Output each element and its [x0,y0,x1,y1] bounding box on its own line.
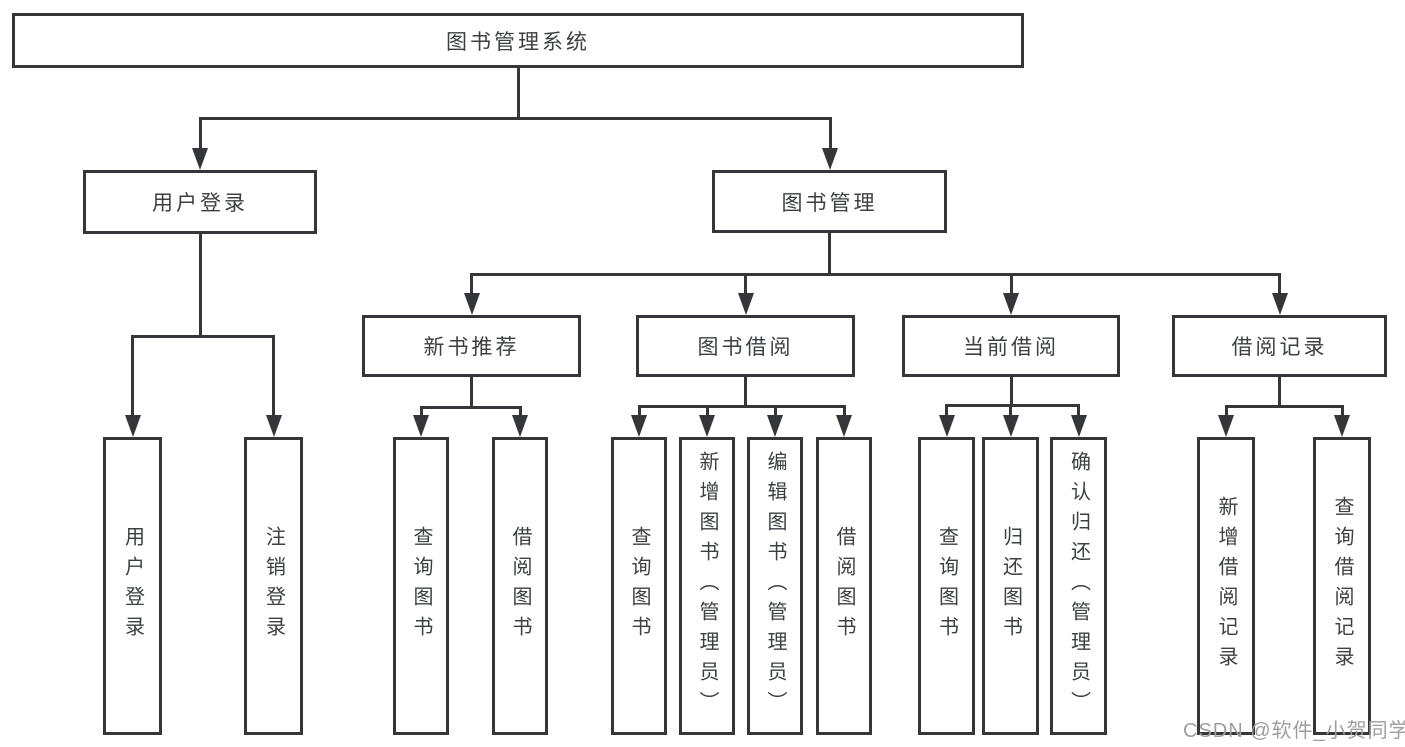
connector-book-borrow-stem [744,377,747,406]
connector-to-leaf [1224,405,1228,416]
connector-new-book-stem [470,377,473,407]
leaf-user-login: 用户登录 [103,437,162,735]
arrow-down-icon [1334,415,1350,437]
node-book-management: 图书管理 [712,170,947,233]
leaf-add-borrow-record: 新增借阅记录 [1197,437,1255,735]
leaf-return-book-label: 归还图书 [999,526,1022,646]
leaf-query-borrow-record-label: 查询借阅记录 [1331,496,1353,676]
leaf-add-book-admin: 新增图书（管理员） [679,437,735,735]
connector-book-management-stem [828,233,831,274]
connector-to-leaf [637,405,641,416]
connector-user-login-stem [198,234,202,336]
connector-to-book-borrow [744,273,747,295]
leaf-borrow-books-recommend: 借阅图书 [492,437,548,735]
leaf-query-books-borrow: 查询图书 [611,437,667,735]
arrow-down-icon [1002,415,1019,437]
connector-current-borrow-rail [945,404,1080,407]
leaf-query-borrow-record: 查询借阅记录 [1313,437,1371,735]
connector-to-leaf [945,404,948,416]
node-book-management-label: 图书管理 [781,191,878,215]
arrow-down-icon [512,415,528,437]
leaf-borrow-books: 借阅图书 [816,437,872,735]
arrow-down-icon [124,415,141,437]
leaf-logout: 注销登录 [244,437,303,735]
node-current-borrow-label: 当前借阅 [963,336,1059,359]
connector-to-leaf [705,405,709,416]
leaf-return-book: 归还图书 [982,437,1039,735]
connector-borrow-records-rail [1224,405,1344,408]
leaf-user-login-label: 用户登录 [121,526,144,646]
leaf-query-books-current: 查询图书 [918,437,975,735]
leaf-confirm-return-admin-label: 确认归还（管理员） [1067,451,1090,721]
arrow-down-icon [1070,415,1087,437]
connector-to-leaf-logout [272,335,275,417]
leaf-query-books-current-label: 查询图书 [935,526,958,646]
leaf-edit-book-admin-label: 编辑图书（管理员） [764,451,786,721]
connector-root-stem [516,68,520,118]
arrow-down-icon [1271,293,1288,315]
connector-user-login-rail [131,335,275,338]
connector-to-current-borrow [1009,273,1013,295]
node-user-login: 用户登录 [83,170,317,234]
connector-to-leaf [1340,405,1344,416]
connector-to-leaf [1009,404,1012,416]
connector-current-borrow-stem [1009,377,1013,405]
connector-to-leaf [518,406,522,416]
leaf-borrow-books-recommend-label: 借阅图书 [509,526,531,646]
node-current-borrow: 当前借阅 [902,315,1120,377]
arrow-down-icon [699,415,715,437]
leaf-confirm-return-admin: 确认归还（管理员） [1050,437,1107,735]
connector-to-leaf [842,405,846,416]
arrow-down-icon [822,148,838,170]
arrow-down-icon [1218,415,1234,437]
leaf-query-books-recommend-label: 查询图书 [410,526,432,646]
node-new-book-recommend: 新书推荐 [362,315,581,377]
arrow-down-icon [192,148,208,170]
leaf-logout-label: 注销登录 [262,526,285,646]
connector-root-to-user-login [198,117,202,150]
arrow-down-icon [737,293,754,315]
connector-to-leaf [1077,404,1080,416]
connector-to-leaf [773,405,777,416]
connector-book-borrow-rail [637,405,846,408]
arrow-down-icon [938,415,955,437]
leaf-query-books-recommend: 查询图书 [393,437,449,735]
node-borrow-records: 借阅记录 [1172,315,1387,377]
node-book-borrow-label: 图书借阅 [697,336,794,359]
connector-borrow-records-stem [1278,377,1281,406]
connector-root-to-book-management [828,117,832,150]
leaf-borrow-books-label: 借阅图书 [833,526,855,646]
arrow-down-icon [265,415,282,437]
arrow-down-icon [836,415,852,437]
node-root-label: 图书管理系统 [446,30,590,54]
leaf-add-book-admin-label: 新增图书（管理员） [696,451,718,721]
node-new-book-recommend-label: 新书推荐 [423,336,520,359]
connector-to-borrow-records [1278,273,1281,295]
node-root: 图书管理系统 [12,13,1024,68]
connector-root-rail [198,117,832,120]
connector-book-management-rail [470,273,1281,276]
csdn-watermark: CSDN @软件_小贺同学 [1183,720,1405,742]
node-user-login-label: 用户登录 [152,192,248,215]
leaf-edit-book-admin: 编辑图书（管理员） [747,437,803,735]
arrow-down-icon [463,293,480,315]
arrow-down-icon [413,415,429,437]
node-borrow-records-label: 借阅记录 [1231,336,1328,359]
connector-to-new-book-recommend [470,273,473,295]
connector-to-leaf-user-login [131,335,134,417]
leaf-query-books-borrow-label: 查询图书 [628,526,650,646]
arrow-down-icon [767,415,783,437]
connector-new-book-rail [419,406,522,409]
arrow-down-icon [1003,293,1019,315]
arrow-down-icon [631,415,647,437]
connector-to-leaf [419,406,423,416]
leaf-add-borrow-record-label: 新增借阅记录 [1215,496,1237,676]
node-book-borrow: 图书借阅 [636,315,855,377]
